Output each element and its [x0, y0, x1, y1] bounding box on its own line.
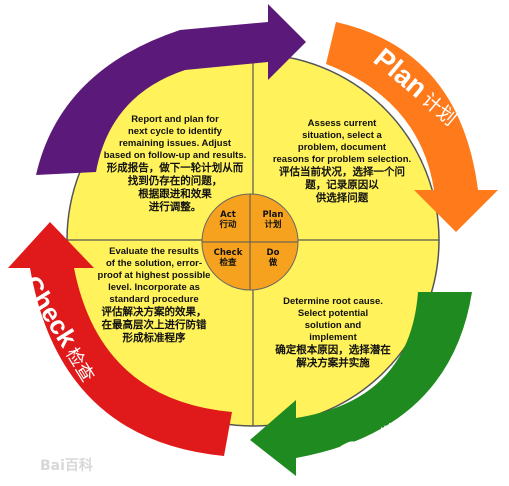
act-arrow	[36, 4, 306, 175]
plan-quadrant-en: Assess current situation, select a probl…	[272, 118, 412, 165]
plan-quadrant-zh: 评估当前状况，选择一个问 题，记录原因以 供选择问题	[279, 166, 405, 204]
check-arrow	[8, 222, 232, 456]
do-quadrant-en: Determine root cause. Select potential s…	[283, 296, 383, 343]
watermark: Bai百科	[40, 458, 93, 474]
plan-arrow	[326, 22, 498, 232]
do-quadrant-zh: 确定根本原因，选择潜在 解决方案并实施	[275, 344, 391, 369]
act-quadrant-en: Report and plan for next cycle to identi…	[103, 114, 247, 161]
check-quadrant-zh: 评估解决方案的效果， 在最高层次上进行防错 形成标准程序	[101, 306, 207, 344]
do-quadrant-text: Determine root cause. Select potential s…	[258, 296, 408, 370]
check-quadrant-en: Evaluate the results of the solution, er…	[97, 246, 211, 305]
plan-quadrant-text: Assess current situation, select a probl…	[262, 118, 422, 205]
check-quadrant-text: Evaluate the results of the solution, er…	[84, 246, 224, 345]
do-arrow	[250, 292, 472, 476]
center-check-label: Check 检查	[213, 248, 243, 268]
center-act-label: Act 行动	[219, 210, 237, 230]
center-plan-label: Plan 计划	[262, 210, 284, 230]
center-do-label: Do 做	[266, 248, 280, 268]
act-quadrant-text: Report and plan for next cycle to identi…	[100, 114, 250, 214]
act-quadrant-zh: 形成报告，做下一轮计划从而 找到仍存在的问题， 根据跟进和效果 进行调整。	[106, 162, 244, 213]
